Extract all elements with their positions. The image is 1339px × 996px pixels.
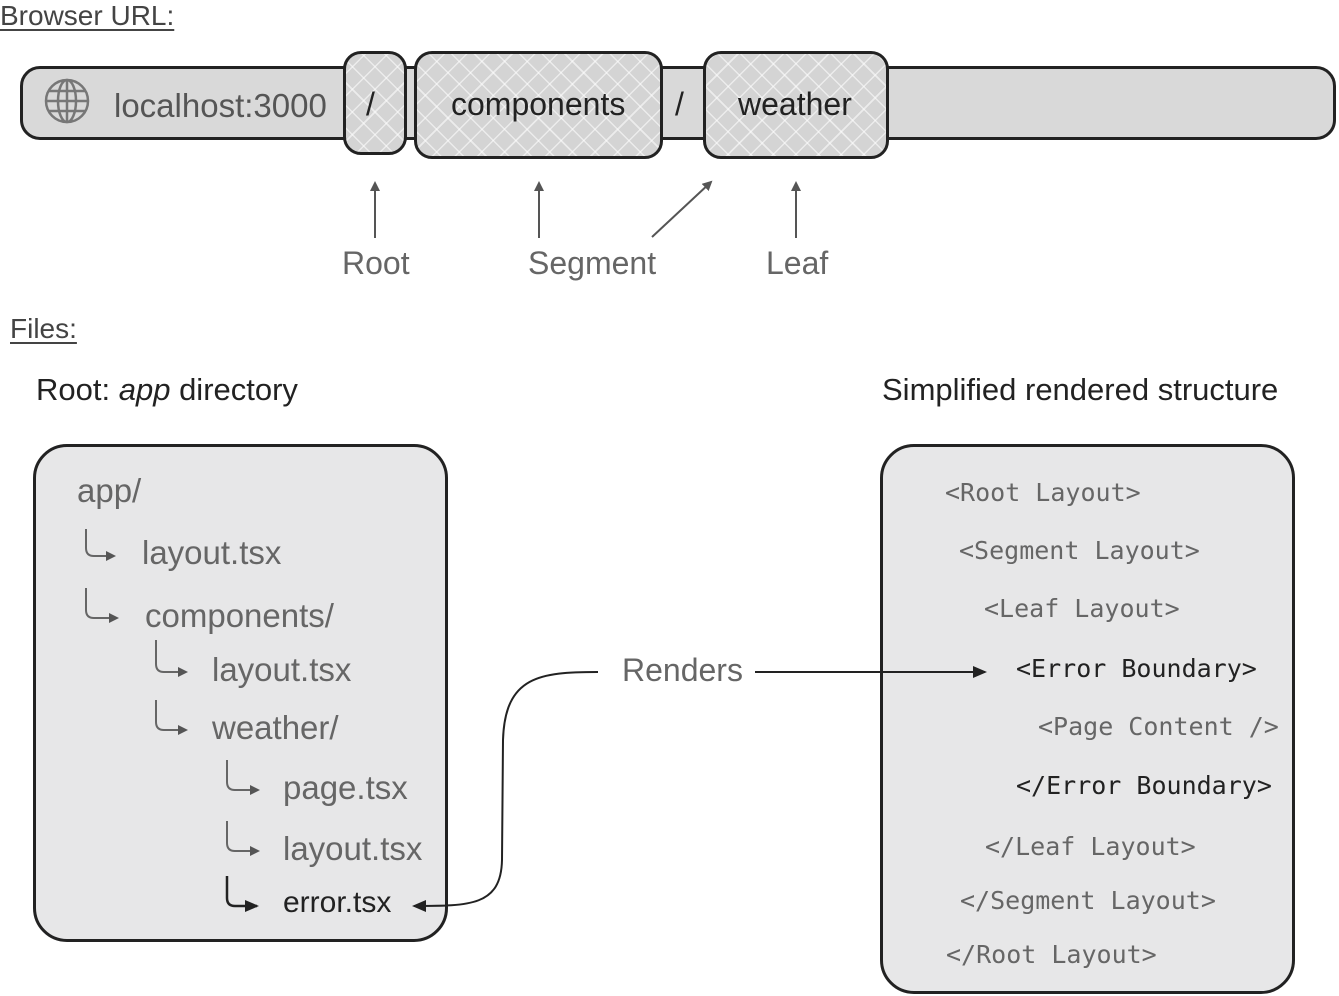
browser-url-heading: Browser URL: bbox=[0, 0, 175, 31]
root-italic: app bbox=[118, 372, 171, 407]
structure-error-close: </Error Boundary> bbox=[1016, 771, 1272, 800]
url-leaf-text: weather bbox=[738, 86, 852, 122]
url-segment-text: components bbox=[451, 86, 626, 122]
tree-layout-segment: layout.tsx bbox=[212, 651, 352, 688]
app-directory-panel bbox=[33, 444, 448, 942]
label-leaf: Leaf bbox=[766, 245, 829, 281]
files-heading: Files: bbox=[10, 313, 77, 344]
url-leaf-box bbox=[703, 51, 889, 159]
url-slash-root: / bbox=[366, 86, 375, 122]
structure-leaf-open: <Leaf Layout> bbox=[984, 594, 1180, 623]
structure-segment-close: </Segment Layout> bbox=[960, 886, 1216, 915]
url-bar bbox=[20, 66, 1336, 140]
tree-layout-root: layout.tsx bbox=[142, 534, 282, 571]
tree-components: components/ bbox=[145, 597, 334, 634]
tree-app: app/ bbox=[77, 472, 142, 509]
structure-root-close: </Root Layout> bbox=[946, 940, 1157, 969]
tree-weather: weather/ bbox=[212, 709, 339, 746]
structure-leaf-close: </Leaf Layout> bbox=[985, 832, 1196, 861]
structure-root-open: <Root Layout> bbox=[945, 478, 1141, 507]
structure-segment-open: <Segment Layout> bbox=[959, 536, 1200, 565]
rendered-structure-panel bbox=[880, 444, 1295, 994]
url-slash-segment: / bbox=[675, 86, 684, 122]
tree-layout-leaf: layout.tsx bbox=[283, 830, 423, 867]
structure-error-open: <Error Boundary> bbox=[1016, 654, 1257, 683]
label-root: Root bbox=[342, 245, 410, 281]
url-segment-box bbox=[414, 51, 663, 159]
root-suffix: directory bbox=[170, 372, 298, 407]
structure-heading: Simplified rendered structure bbox=[882, 372, 1279, 407]
structure-page-content: <Page Content /> bbox=[1038, 712, 1279, 741]
root-prefix: Root: bbox=[36, 372, 119, 407]
arrow-segment-diagonal bbox=[651, 180, 713, 238]
label-segment: Segment bbox=[528, 245, 657, 281]
root-directory-heading: Root: app directory bbox=[36, 372, 298, 408]
tree-page: page.tsx bbox=[283, 769, 408, 806]
url-root-box bbox=[343, 51, 407, 155]
url-host: localhost:3000 bbox=[114, 87, 327, 124]
renders-label: Renders bbox=[622, 652, 743, 688]
tree-error: error.tsx bbox=[283, 886, 392, 919]
